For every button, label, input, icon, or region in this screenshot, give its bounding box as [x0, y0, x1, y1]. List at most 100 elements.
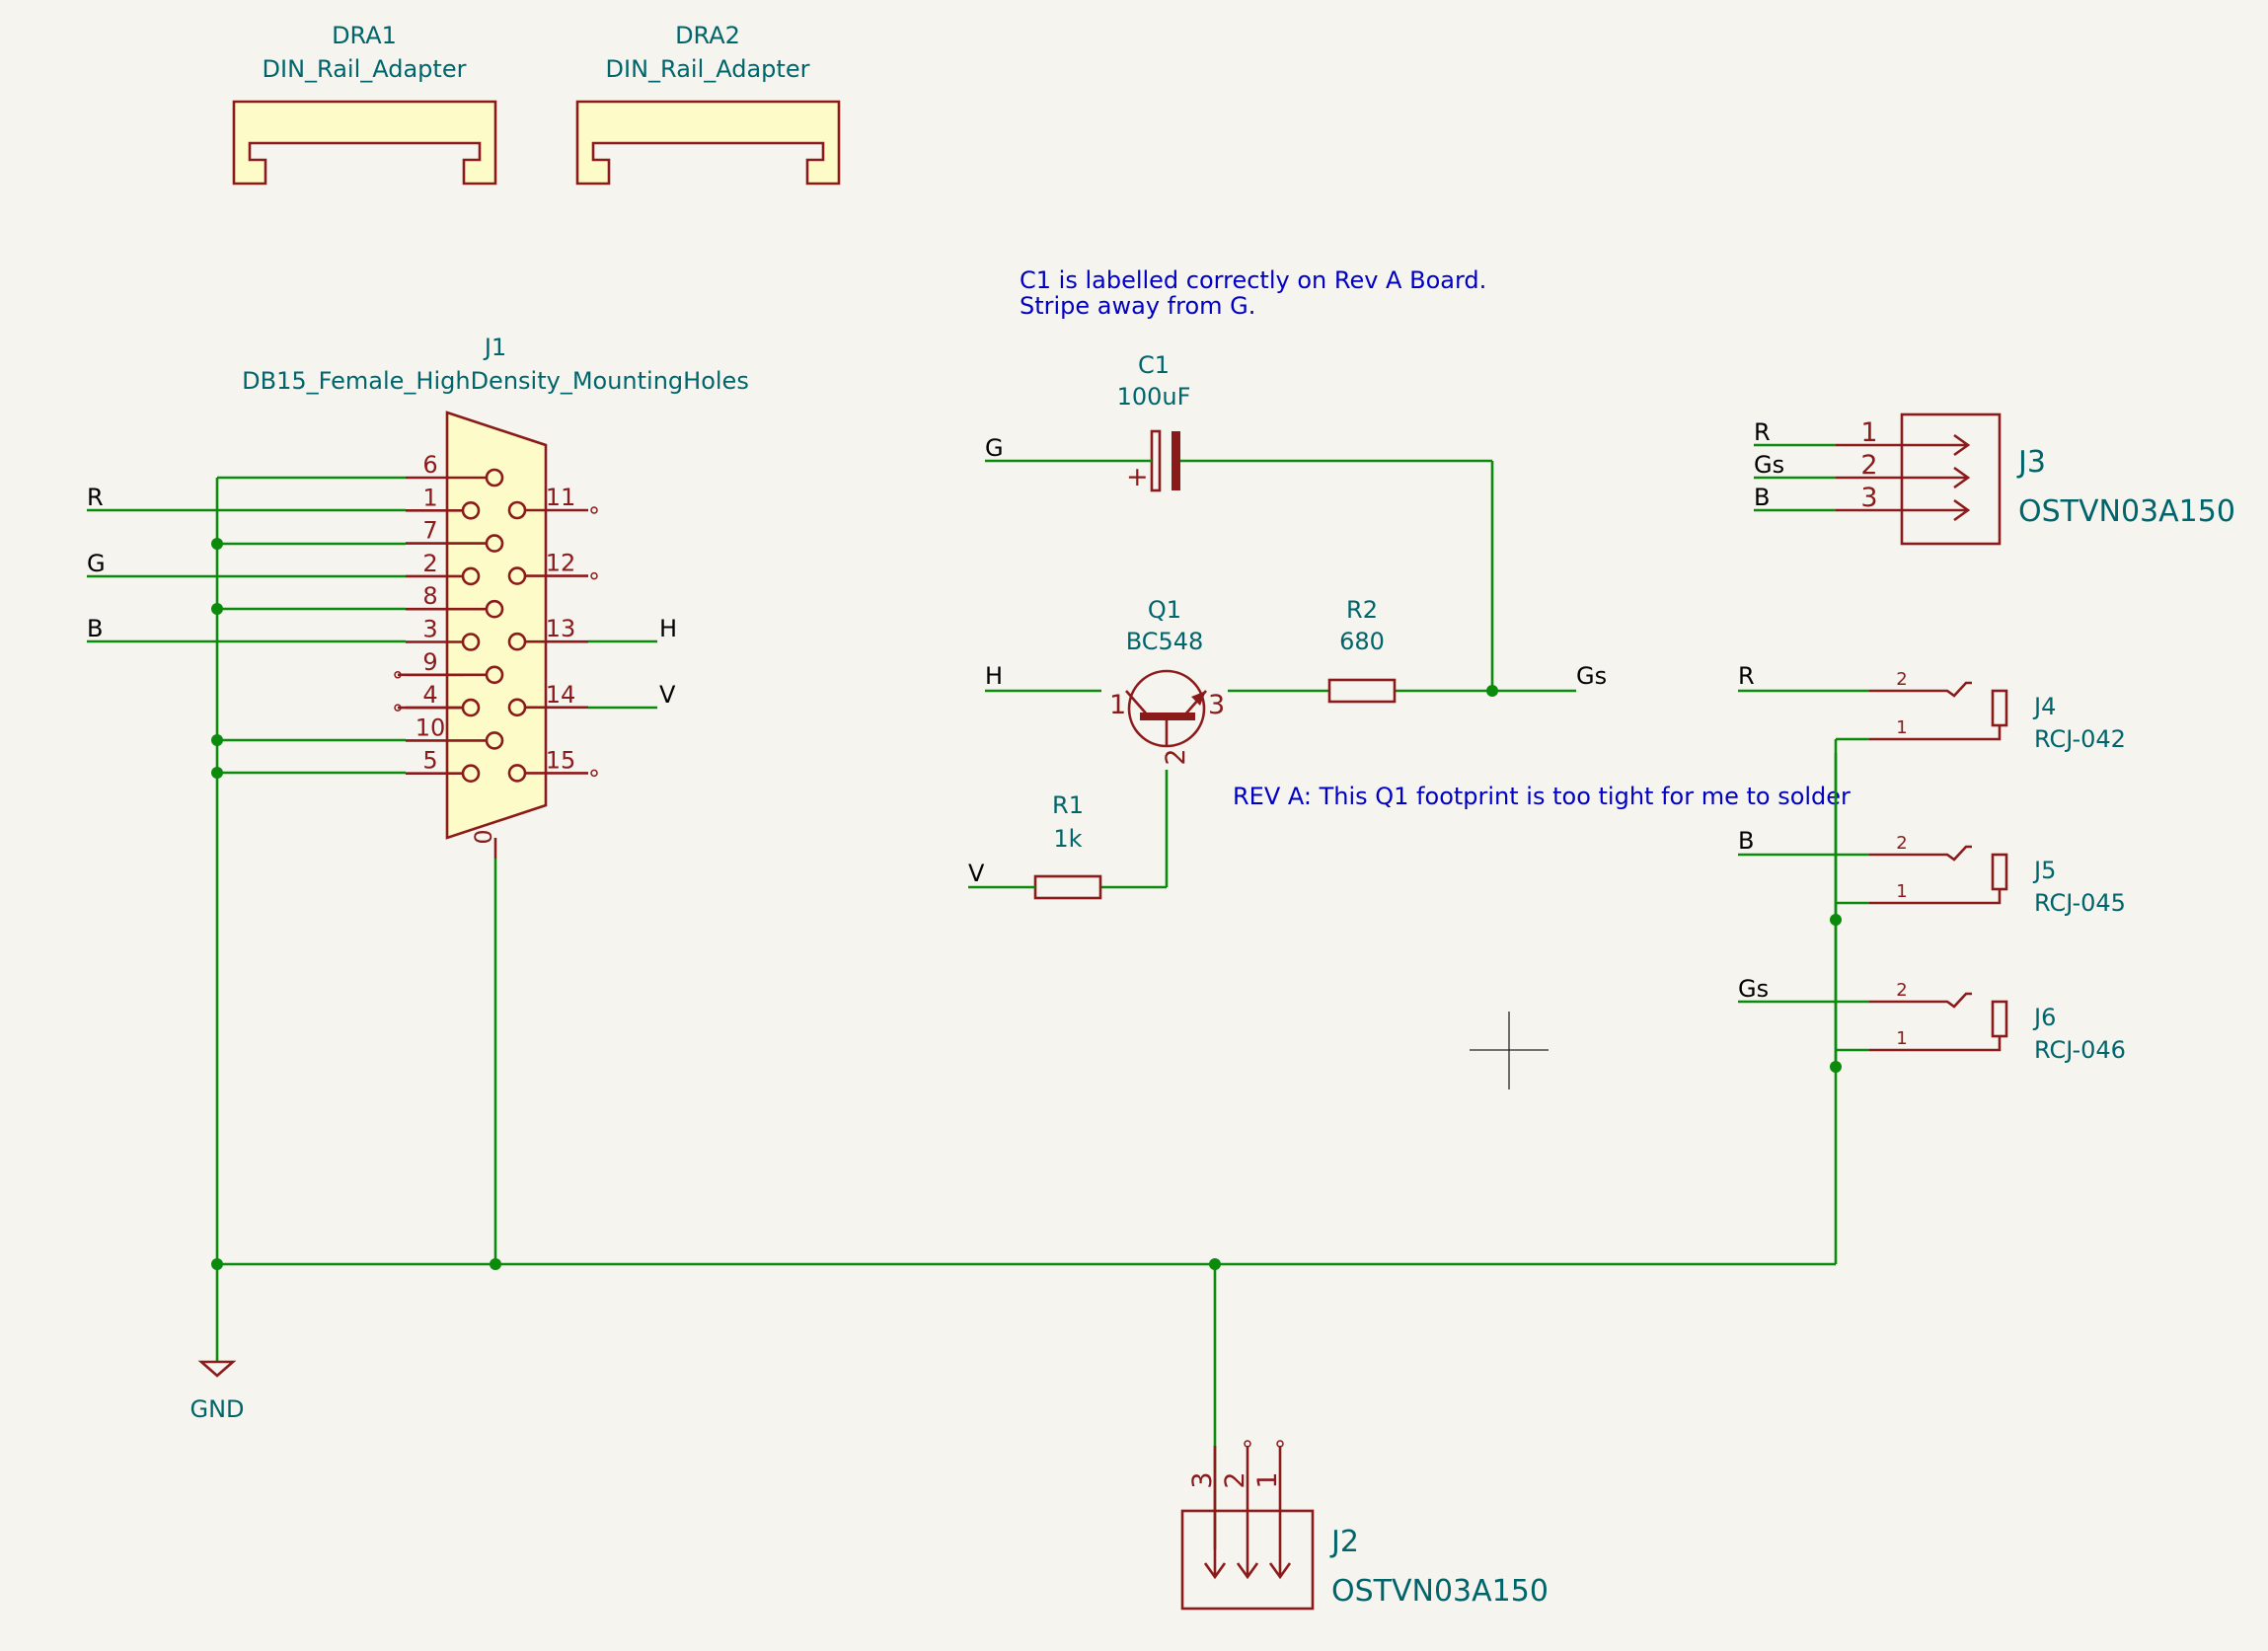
j3-pins: 123	[1836, 417, 1971, 522]
j1-pin-number: 8	[422, 582, 437, 610]
net-label-c1-g: G	[985, 434, 1004, 462]
j3-pin-number: 2	[1860, 450, 1877, 481]
j3-symbol[interactable]: 123 J3 OSTVN03A150	[1836, 413, 2235, 546]
q1-pin3: 3	[1208, 690, 1225, 720]
c1-value: 100uF	[1117, 383, 1191, 411]
j1-pin-number: 12	[546, 550, 576, 577]
j1-pin-circle	[461, 500, 481, 520]
r2-symbol[interactable]: R2 680	[1327, 596, 1397, 704]
j1-pin-circle	[485, 731, 504, 750]
gnd-label: GND	[189, 1395, 244, 1423]
r2-value: 680	[1339, 628, 1385, 655]
q1-ref: Q1	[1148, 596, 1181, 624]
j1-pin-circle	[461, 566, 481, 586]
c1-symbol[interactable]: C1 100uF +	[1117, 351, 1191, 492]
dra2-value: DIN_Rail_Adapter	[606, 55, 810, 83]
j1-wires	[87, 476, 1838, 1549]
j1-pin-number: 10	[416, 713, 446, 741]
note-c1-line2: Stripe away from G.	[1020, 292, 1255, 320]
dra2-ref: DRA2	[675, 22, 740, 49]
j1-pin-number: 2	[422, 550, 437, 577]
j5-pin-a: 2	[1896, 833, 1907, 854]
net-label-j3-gs: Gs	[1754, 451, 1784, 479]
net-label-j6-gs: Gs	[1738, 975, 1769, 1003]
r2-ref: R2	[1346, 596, 1378, 624]
crosshair-cursor-icon	[1470, 1012, 1549, 1089]
j2-pin-number: 2	[1220, 1471, 1250, 1488]
note-q1: REV A: This Q1 footprint is too tight fo…	[1233, 783, 1851, 810]
r1-value: 1k	[1053, 825, 1082, 853]
j6-value: RCJ-046	[2034, 1036, 2126, 1064]
j5-value: RCJ-045	[2034, 889, 2126, 917]
j4-value: RCJ-042	[2034, 725, 2126, 753]
q1-symbol[interactable]: Q1 BC548 1 3 2	[1109, 596, 1225, 766]
net-label-j5-b: B	[1738, 827, 1754, 855]
j1-pin-number: 4	[422, 681, 437, 709]
net-label-g: G	[87, 550, 106, 577]
net-label-v: V	[659, 681, 676, 709]
j1-pin-number: 7	[422, 517, 437, 545]
j2-pin-number: 3	[1187, 1471, 1218, 1488]
j1-pin-circle	[485, 599, 504, 619]
net-label-h: H	[659, 615, 677, 642]
net-label-gs: Gs	[1576, 662, 1607, 690]
net-label-j3-b: B	[1754, 484, 1770, 511]
j1-pin-circle	[485, 468, 504, 488]
j1-pin-number: 1	[422, 484, 437, 511]
net-label-j3-r: R	[1754, 418, 1771, 446]
net-label-r: R	[87, 484, 104, 511]
gnd-symbol[interactable]: GND	[189, 1360, 245, 1423]
q1-value: BC548	[1126, 628, 1204, 655]
j4-pin-b: 1	[1896, 717, 1907, 738]
j1-pin-number: 13	[546, 615, 576, 642]
net-label-j4-r: R	[1738, 662, 1755, 690]
dra2-symbol[interactable]: DRA2 DIN_Rail_Adapter	[575, 22, 841, 186]
dra1-symbol[interactable]: DRA1 DIN_Rail_Adapter	[232, 22, 497, 186]
j1-symbol[interactable]: J1 DB15_Female_HighDensity_MountingHoles…	[242, 334, 749, 859]
j2-value: OSTVN03A150	[1331, 1574, 1549, 1609]
net-label-b: B	[87, 615, 103, 642]
j1-value: DB15_Female_HighDensity_MountingHoles	[242, 367, 749, 395]
j3-value: OSTVN03A150	[2018, 494, 2235, 529]
q1-pin2: 2	[1161, 748, 1191, 765]
j6-pin-b: 1	[1896, 1028, 1907, 1049]
j4-pin-a: 2	[1896, 669, 1907, 690]
r1-ref: R1	[1052, 791, 1084, 819]
j1-pin-number: 15	[546, 746, 576, 774]
j1-pin-circle	[461, 764, 481, 784]
dra1-ref: DRA1	[332, 22, 397, 49]
j1-pin-number: 5	[422, 747, 437, 775]
j3-pin-number: 3	[1860, 483, 1877, 513]
j2-pin-number: 1	[1252, 1471, 1283, 1488]
j3-pin-number: 1	[1860, 417, 1877, 448]
j1-pin-number: 14	[546, 681, 576, 709]
q1-pin1: 1	[1109, 690, 1126, 720]
j3-ref: J3	[2016, 445, 2046, 480]
j6-pin-a: 2	[1896, 980, 1907, 1001]
j2-ref: J2	[1329, 1525, 1359, 1559]
j5-pin-b: 1	[1896, 881, 1907, 902]
net-label-q1-h: H	[985, 662, 1003, 690]
j1-mount-pin-number: 0	[470, 829, 497, 844]
j1-pin-circle	[485, 534, 504, 553]
c1-plus-mark: +	[1126, 462, 1149, 492]
net-label-r1-v: V	[968, 860, 985, 887]
j1-ref: J1	[483, 334, 506, 361]
junction-dots	[211, 538, 1842, 1270]
r1-symbol[interactable]: R1 1k	[1033, 791, 1102, 900]
j1-pin-circle	[461, 633, 481, 651]
j1-pin-number: 6	[422, 451, 437, 479]
j4-ref: J4	[2032, 693, 2056, 720]
dra1-value: DIN_Rail_Adapter	[263, 55, 467, 83]
j1-pin-circle	[485, 665, 504, 685]
j5-ref: J5	[2032, 857, 2056, 884]
j1-pin-number: 9	[422, 648, 437, 676]
